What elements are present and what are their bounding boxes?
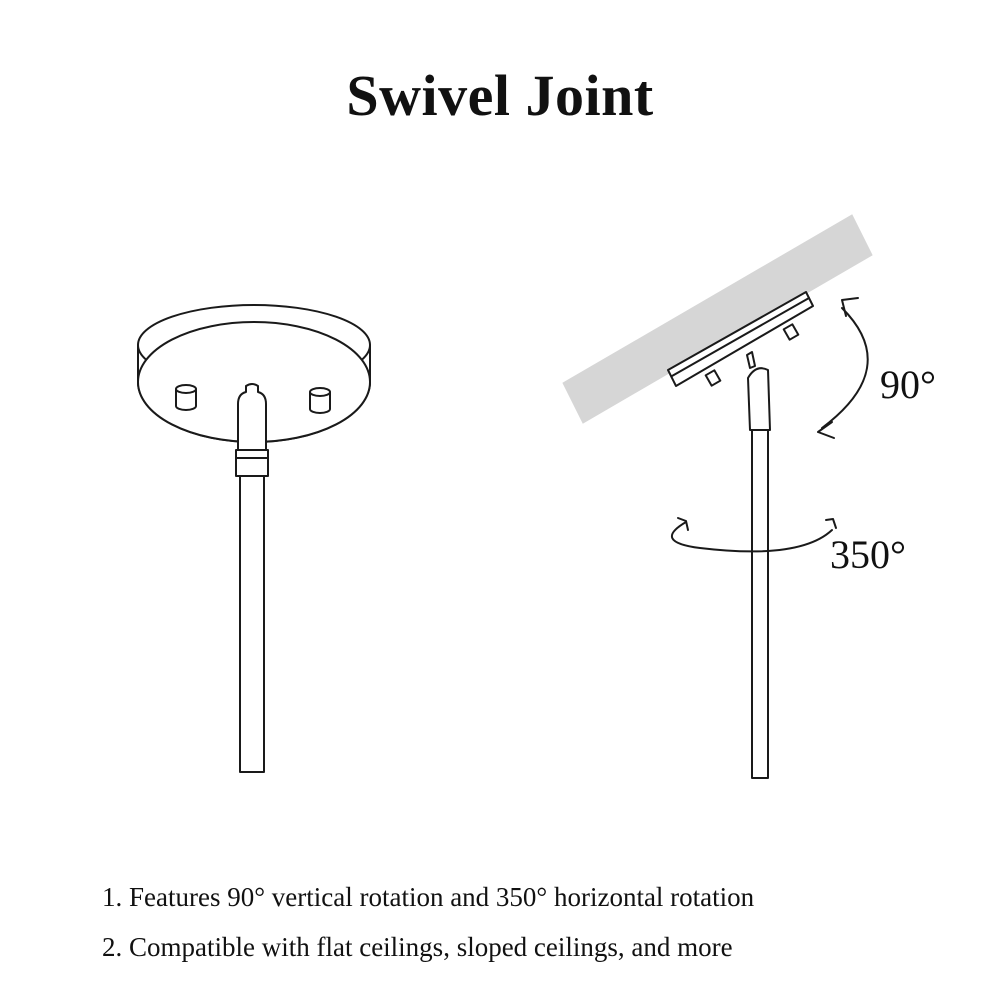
arrow-head-icon <box>817 421 835 439</box>
mounting-screw <box>704 369 722 387</box>
vertical-angle-label: 90° <box>880 362 936 407</box>
down-rod <box>751 429 769 779</box>
mounting-screw <box>309 387 331 414</box>
down-rod <box>239 475 265 773</box>
horizontal-angle-label: 350° <box>830 532 906 577</box>
page-title: Swivel Joint <box>346 63 654 128</box>
feature-item: 2. Compatible with flat ceilings, sloped… <box>102 932 733 962</box>
mounting-screw <box>782 323 800 341</box>
pipe-collar <box>235 449 269 477</box>
horizontal-rotation-arrow <box>670 521 833 553</box>
sloped-ceiling-fixture <box>562 214 873 779</box>
mounting-screw <box>175 384 197 411</box>
swivel-knuckle <box>237 383 267 451</box>
flat-ceiling-fixture <box>137 304 371 773</box>
sloped-ceiling <box>562 214 873 424</box>
arrow-head-icon <box>677 517 689 531</box>
arrow-head-icon <box>841 297 859 317</box>
vertical-rotation-arrow <box>821 307 869 429</box>
feature-item: 1. Features 90° vertical rotation and 35… <box>102 882 755 912</box>
arrow-head-icon <box>825 518 837 529</box>
feature-list: 1. Features 90° vertical rotation and 35… <box>102 872 754 972</box>
swivel-knuckle <box>747 367 771 431</box>
